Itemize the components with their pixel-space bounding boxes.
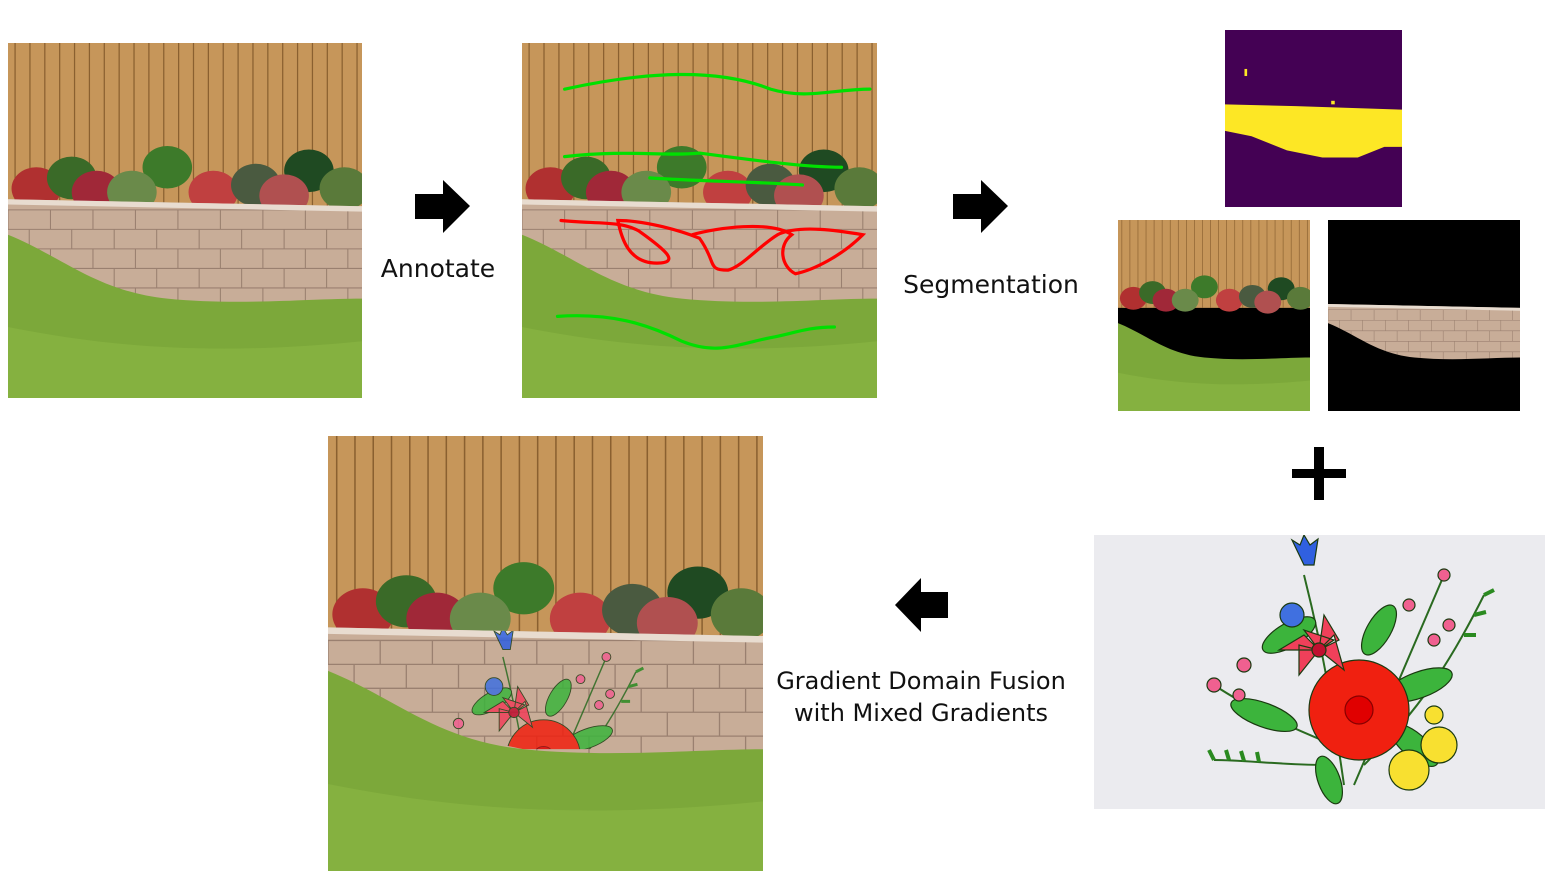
- segmentation-mask: [1225, 30, 1402, 207]
- original-garden-image: [8, 43, 362, 398]
- right-arrow-icon: [415, 180, 470, 233]
- fused-result-image: [328, 436, 763, 871]
- right-arrow-icon: [953, 180, 1008, 233]
- left-arrow-icon: [895, 578, 948, 632]
- annotate-label: Annotate: [380, 254, 496, 283]
- annotated-garden-image: [522, 43, 877, 398]
- fusion-label-line2: with Mixed Gradients: [794, 699, 1048, 727]
- fusion-label-line1: Gradient Domain Fusion: [776, 667, 1066, 695]
- background-segment-image: [1118, 220, 1310, 411]
- wall-segment-image: [1328, 220, 1520, 411]
- flower-drawing-image: [1094, 535, 1545, 809]
- segmentation-label: Segmentation: [903, 270, 1079, 299]
- plus-icon: [1292, 447, 1346, 500]
